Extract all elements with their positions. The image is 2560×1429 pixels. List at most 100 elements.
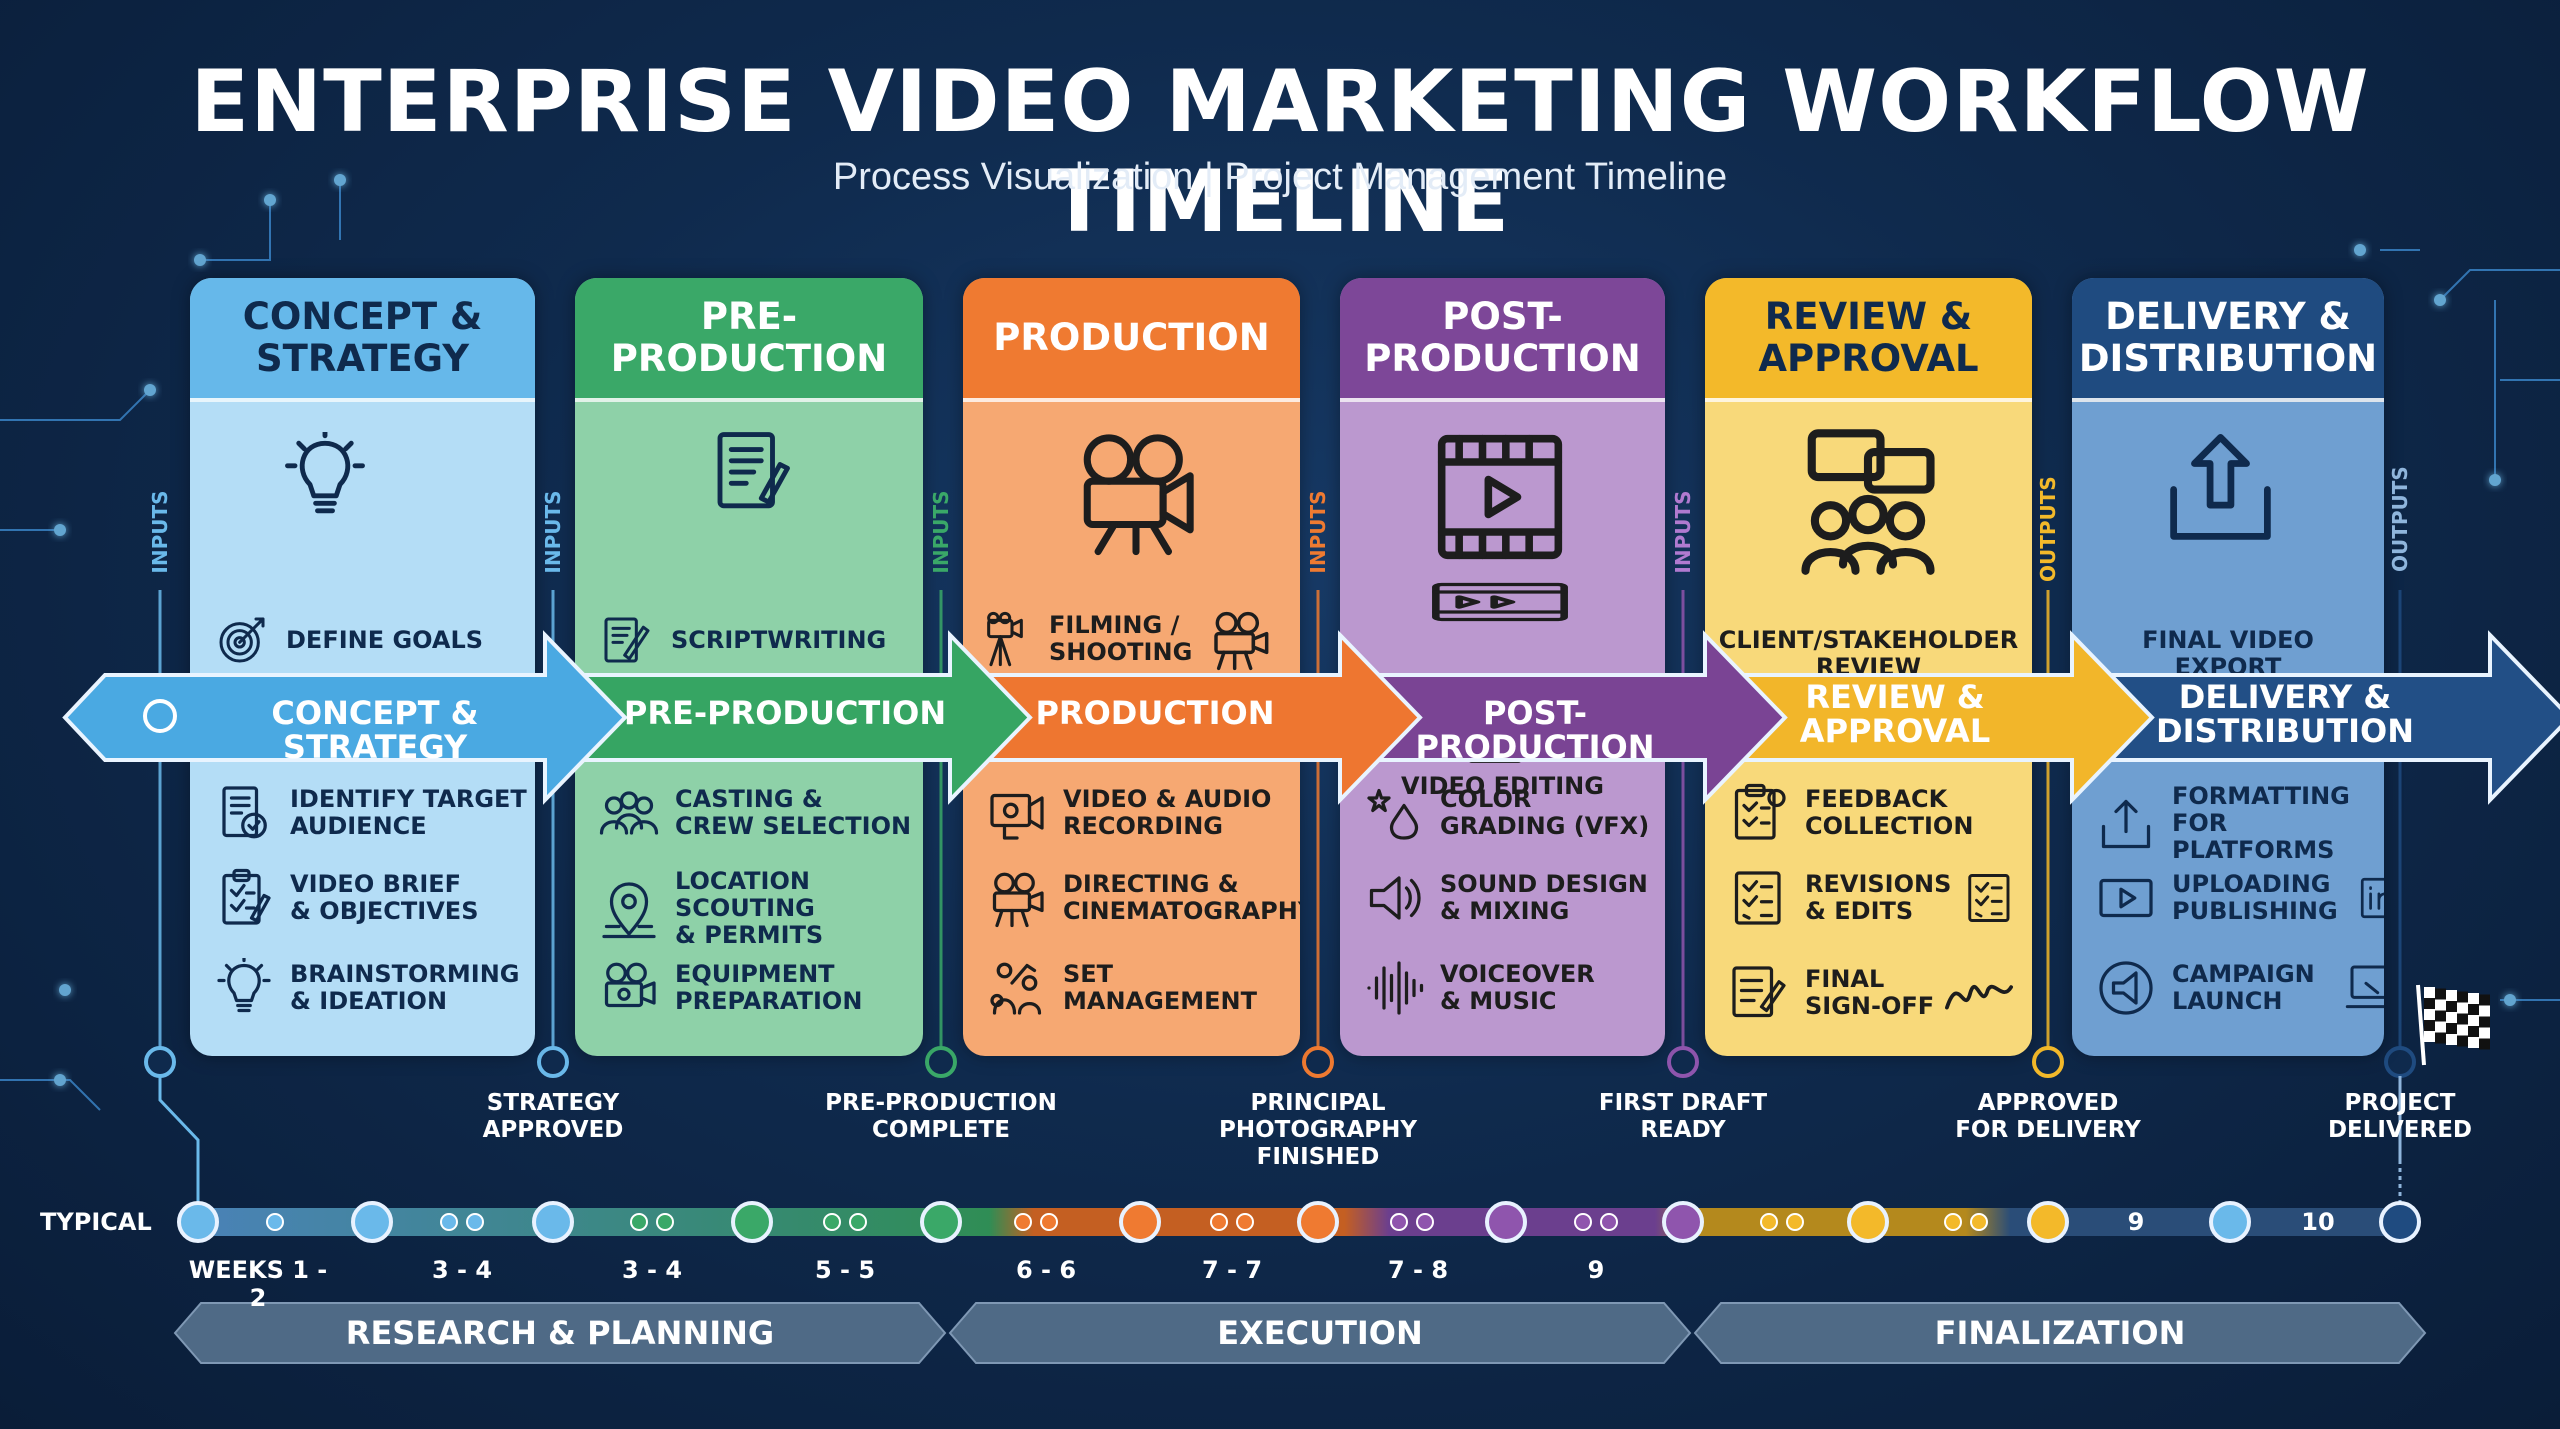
stage-hero-icon <box>705 427 795 521</box>
stage-top-item-label: DEFINE GOALS <box>286 625 484 654</box>
week-label: 9 <box>1587 1256 1605 1284</box>
stage-bottom-item-label: BRAINSTORMING & IDEATION <box>290 960 520 1015</box>
stage-bottom-item: COLOR GRADING (VFX) <box>1364 783 1649 843</box>
play-button-icon <box>2099 878 2153 918</box>
stage-bottom-item: UPLOADING PUBLISHING <box>2096 868 2384 928</box>
color-drop-icon <box>1367 788 1418 840</box>
waveform-icon <box>1367 961 1424 1015</box>
stage-bottom-item: VIDEO & AUDIO RECORDING <box>987 783 1271 843</box>
stage-card-production: PRODUCTION FILMING / SHOOTING VIDEO & AUDI… <box>963 278 1300 1056</box>
set-crew-icon <box>990 962 1042 1015</box>
stage-bottom-item: LOCATION SCOUTING & PERMITS <box>599 868 823 949</box>
stage-top-item-label: FILMING / SHOOTING <box>1049 611 1193 666</box>
stage-top-item: CLIENT/STAKEHOLDER REVIEW <box>1705 627 2032 681</box>
side-label: INPUTS <box>148 490 172 574</box>
milestone-label: APPROVED FOR DELIVERY <box>1955 1090 2141 1143</box>
signature-scribble-icon <box>1945 984 2014 1010</box>
milestone-label: FIRST DRAFT READY <box>1598 1090 1768 1143</box>
week-label: 6 - 6 <box>1015 1256 1077 1284</box>
phase-label: FINALIZATION <box>1934 1314 2186 1352</box>
milestone-dot <box>2384 1046 2416 1078</box>
side-label: INPUTS <box>1671 490 1695 574</box>
week-label: WEEKS 1 - 2 <box>188 1256 328 1312</box>
stage-bottom-item: IDENTIFY TARGET AUDIENCE <box>214 783 527 843</box>
stage-bottom-item-label: CAMPAIGN LAUNCH <box>2172 960 2315 1015</box>
stage-header: REVIEW & APPROVAL <box>1705 278 2032 402</box>
week-label: 7 - 8 <box>1387 1256 1449 1284</box>
stage-bottom-item-label: FINAL SIGN-OFF <box>1805 965 1935 1020</box>
stage-top-item-label: SCRIPTWRITING <box>671 625 887 654</box>
phase-label: RESEARCH & PLANNING <box>345 1314 775 1352</box>
week-label: 7 - 7 <box>1201 1256 1263 1284</box>
stage-bottom-item: REVISIONS & EDITS <box>1729 868 2032 928</box>
milestone-dot <box>1302 1046 1334 1078</box>
stage-bottom-item-label: LOCATION SCOUTING & PERMITS <box>675 867 824 949</box>
checklist-icon <box>1968 874 2010 922</box>
stage-bottom-item-label: DIRECTING & CINEMATOGRAPHY <box>1063 870 1300 925</box>
stage-card-review: REVIEW & APPROVAL CLIENT/STAKEHOLDER REVI… <box>1705 278 2032 1056</box>
milestone-dot <box>1667 1046 1699 1078</box>
stage-bottom-item: SOUND DESIGN & MIXING <box>1364 868 1648 928</box>
export-icon <box>2170 434 2271 540</box>
week-number: 10 <box>2301 1208 2335 1236</box>
video-audio-icon <box>990 793 1044 840</box>
stage-bottom-item: EQUIPMENT PREPARATION <box>599 958 862 1018</box>
stage-bottom-item-label: EQUIPMENT PREPARATION <box>675 960 863 1015</box>
stage-bottom-item-label: SET MANAGEMENT <box>1063 960 1257 1015</box>
stage-bottom-item: CAMPAIGN LAUNCH <box>2096 958 2384 1018</box>
film-strip-icon <box>1432 582 1568 622</box>
stage-bottom-item-label: SOUND DESIGN & MIXING <box>1440 870 1648 925</box>
stage-bottom-item-label: CASTING & CREW SELECTION <box>675 785 912 840</box>
stage-bottom-item-label: FEEDBACK COLLECTION <box>1805 785 1974 840</box>
side-label: OUTPUTS <box>2036 476 2060 582</box>
stage-top-item: DEFINE GOALS <box>214 612 483 668</box>
week-label: 5 - 5 <box>814 1256 876 1284</box>
stage-hero-icon <box>1430 427 1570 571</box>
stage-top-item-label: CLIENT/STAKEHOLDER REVIEW <box>1718 626 2019 681</box>
feedback-clipboard-icon <box>1734 783 1786 840</box>
stage-bottom-item: FINAL SIGN-OFF <box>1729 958 2030 1028</box>
upload-icon <box>2101 799 2151 848</box>
laptop-icon <box>2345 965 2384 1009</box>
milestone-dot <box>144 1046 176 1078</box>
stage-bottom-item-label: FORMATTING FOR PLATFORMS <box>2172 782 2350 864</box>
stage-bottom-item: SET MANAGEMENT <box>987 958 1257 1018</box>
team-icon <box>599 791 659 835</box>
side-label: OUTPUTS <box>2388 466 2412 572</box>
checklist-icon <box>1734 871 1781 925</box>
phase-label: EXECUTION <box>1217 1314 1423 1352</box>
arrow-label: PRODUCTION <box>1035 694 1275 732</box>
milestone-dot <box>537 1046 569 1078</box>
milestone-label: STRATEGY APPROVED <box>482 1090 624 1143</box>
week-label: 3 - 4 <box>621 1256 683 1284</box>
document-check-icon <box>222 786 267 839</box>
milestone-connectors <box>144 590 2416 1222</box>
week-number: 9 <box>2127 1208 2145 1236</box>
finish-flag-icon <box>2416 984 2490 1066</box>
signature-icon <box>1732 966 1786 1018</box>
lightbulb-icon <box>217 958 271 1013</box>
target-icon <box>219 617 265 663</box>
stage-bottom-item-label: VIDEO & AUDIO RECORDING <box>1063 785 1272 840</box>
stage-bottom-item-label: IDENTIFY TARGET AUDIENCE <box>290 785 527 840</box>
speaker-icon <box>1369 876 1421 920</box>
page-subtitle: Process Visualization | Project Manageme… <box>832 156 1728 198</box>
page-title: ENTERPRISE VIDEO MARKETING WORKFLOW TIME… <box>190 52 2370 252</box>
milestone-dot <box>2032 1046 2064 1078</box>
arrow-label: CONCEPT & STRATEGY <box>271 694 479 766</box>
director-camera-icon <box>992 872 1044 928</box>
milestone-label: PROJECT DELIVERED <box>2327 1090 2473 1143</box>
stage-hero-icon <box>1793 427 1943 581</box>
arrow-label: PRE-PRODUCTION <box>623 694 947 732</box>
stage-hero-icon <box>1071 427 1201 561</box>
stage-top-item: FINAL VIDEO EXPORT <box>2072 627 2384 681</box>
film-editing-icon <box>1437 434 1563 560</box>
stage-bottom-item-label: REVISIONS & EDITS <box>1805 870 1952 925</box>
stage-header: POST- PRODUCTION <box>1340 278 1665 402</box>
script-icon <box>717 432 790 509</box>
director-camera-icon <box>1214 611 1269 671</box>
stage-header: CONCEPT & STRATEGY <box>190 278 535 402</box>
